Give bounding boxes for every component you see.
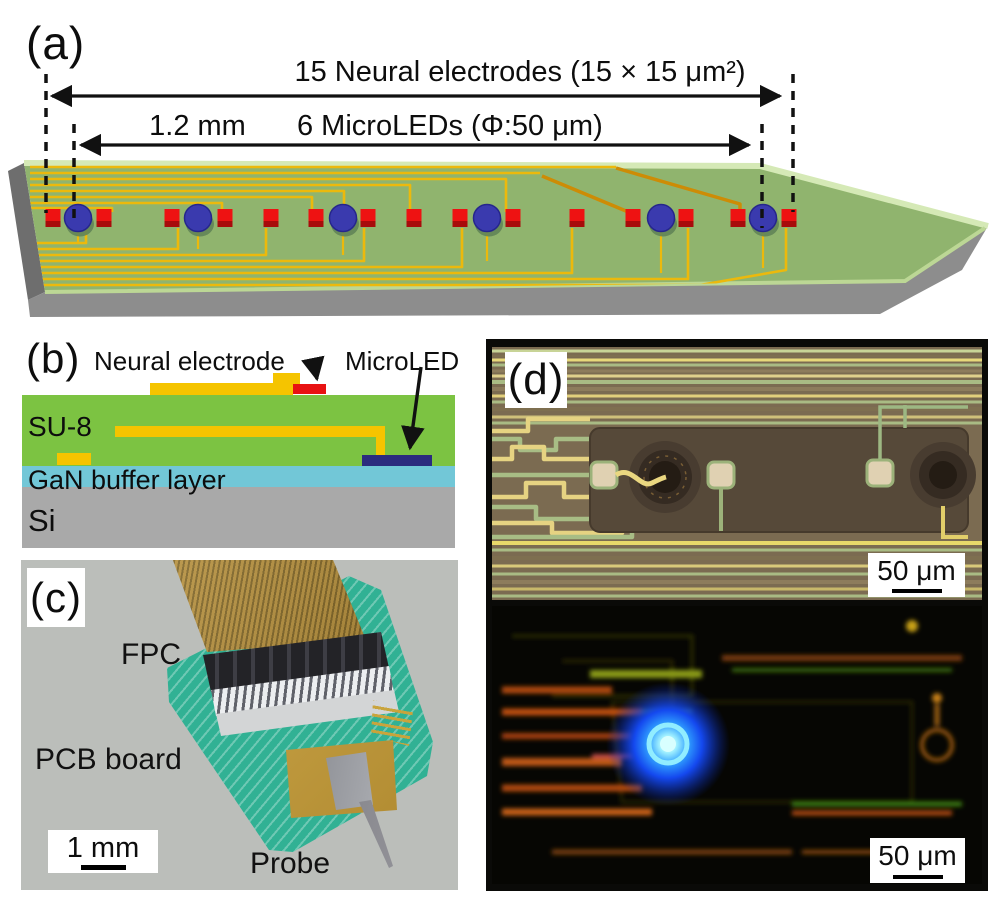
- metal-traces: [30, 165, 788, 287]
- buried-metal-trace: [115, 426, 385, 437]
- electrodes-annotation: 15 Neural electrodes (15 × 15 μm²): [294, 56, 746, 88]
- panel-d-label-box: (d): [505, 352, 567, 408]
- scale-bar-top-line: [892, 589, 942, 593]
- panel-d-label: (d): [507, 355, 565, 404]
- scale-bar-top-text: 50 μm: [877, 555, 956, 586]
- scale-bar-top: 50 μm: [868, 553, 965, 597]
- scale-bar-1mm-line: [81, 865, 126, 870]
- pcb-label: PCB board: [35, 743, 182, 776]
- microled-device: [362, 455, 432, 466]
- panel-c-label-box: (c): [27, 568, 85, 627]
- fpc-label: FPC: [121, 638, 181, 671]
- panel-a-label: (a): [26, 17, 86, 69]
- microscope-images: (d) 50 μm 50 μm: [486, 339, 988, 891]
- electrodes-and-microleds: [45, 203, 797, 237]
- via-trace: [376, 435, 385, 464]
- bond-pads: [589, 405, 968, 531]
- microled-annotation: MicroLED: [345, 346, 460, 376]
- su8-layer-label: SU-8: [28, 411, 92, 442]
- gan-layer-label: GaN buffer layer: [28, 465, 226, 495]
- neural-electrode-annotation: Neural electrode: [94, 346, 285, 376]
- panel-b-label: (b): [26, 335, 81, 382]
- scale-bar-1mm: 1 mm: [48, 830, 158, 873]
- fpc-ribbon-sheen: [171, 560, 366, 652]
- micrograph-led-on: [492, 606, 982, 884]
- neural-electrode: [293, 384, 326, 394]
- gan-buffer-layer: [22, 466, 455, 487]
- top-metal-trace: [150, 383, 293, 395]
- probe-schematic: [8, 74, 989, 317]
- scale-bar-bottom-text: 50 μm: [878, 840, 957, 871]
- left-metal-stub: [57, 453, 91, 465]
- fpc-ribbon: [171, 560, 366, 652]
- leds-annotation: 6 MicroLEDs (Φ:50 μm): [297, 110, 603, 142]
- orange-led-site: [920, 693, 954, 762]
- si-layer-label: Si: [28, 503, 56, 538]
- probe-photo: (c) FPC PCB board Probe 1 mm: [21, 560, 458, 890]
- scale-bar-bottom-line: [893, 875, 943, 879]
- panel-b-arrows: [301, 355, 425, 451]
- scale-bar-1mm-text: 1 mm: [66, 832, 140, 864]
- si-substrate-layer: [22, 487, 455, 548]
- dimension-arrows: [49, 84, 783, 157]
- length-label: 1.2 mm: [149, 110, 246, 142]
- cross-section-schematic: (b) Neural electrode MicroLED SU-8 GaN b…: [20, 335, 460, 550]
- panel-c-label: (c): [30, 573, 82, 621]
- guide-lines: [44, 74, 795, 228]
- metal-step: [273, 373, 300, 384]
- scale-bar-bottom: 50 μm: [870, 838, 965, 883]
- microled-site-right: [910, 442, 976, 539]
- bond-wire: [614, 470, 667, 487]
- probe-label: Probe: [250, 847, 331, 880]
- glowing-microled: [606, 682, 730, 806]
